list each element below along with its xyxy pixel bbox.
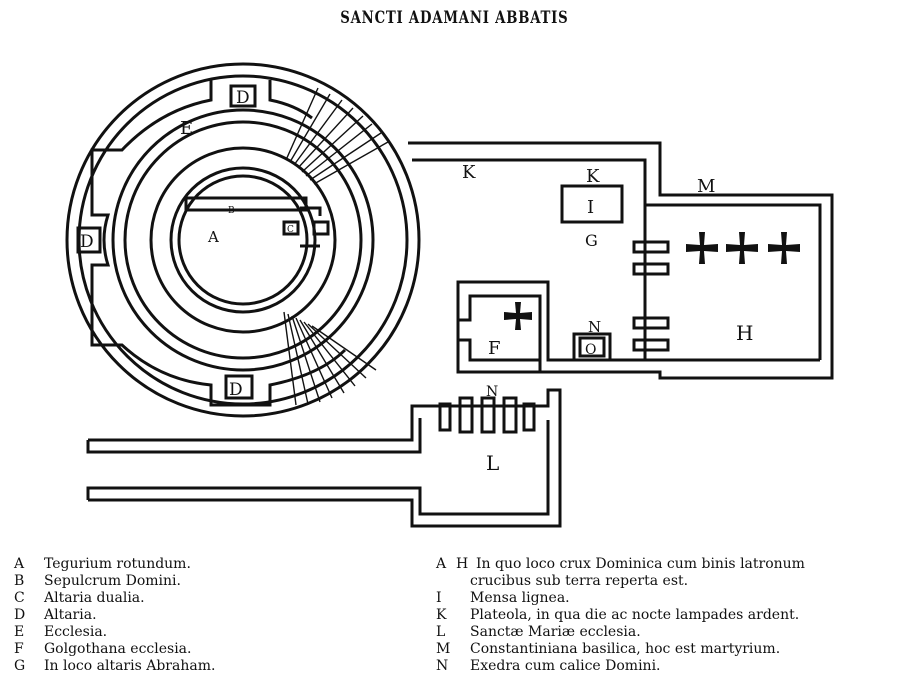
label-h: H — [736, 321, 753, 345]
cross-icon — [768, 232, 800, 264]
rotunda-inner-ring — [149, 146, 337, 334]
label-g: G — [585, 231, 598, 250]
bottom-fan-hatch — [283, 311, 377, 406]
rotunda-outer-ring — [65, 62, 421, 418]
door-4 — [632, 338, 670, 352]
rotunda-middle-ring — [111, 108, 375, 372]
tegurium-entrance — [300, 206, 322, 248]
label-k-box: K — [586, 166, 600, 187]
altar-d-top — [229, 84, 257, 108]
door-3 — [632, 316, 670, 330]
label-n-exedra: N — [486, 384, 498, 400]
courtyard-outline — [408, 141, 834, 380]
exedra-column-1 — [438, 402, 452, 432]
page-title: SANCTI ADAMANI ABBATIS — [340, 8, 569, 28]
label-o: O — [585, 342, 596, 358]
tegurium-inner — [177, 174, 309, 306]
mary-church — [86, 388, 562, 528]
church-plan-diagram: A B C D D D E F G H I K K L M N N O — [65, 62, 834, 528]
cross-icon — [504, 302, 532, 330]
altar-c-2 — [312, 220, 330, 236]
label-e: E — [180, 118, 193, 139]
label-b: B — [228, 206, 235, 216]
label-c: C — [287, 225, 294, 235]
label-i: I — [587, 197, 594, 218]
altar-c-1 — [282, 220, 300, 236]
top-fan-hatch — [285, 87, 389, 185]
exedra-box-o — [572, 332, 612, 362]
label-k-left: K — [462, 162, 476, 183]
label-d-top: D — [236, 88, 250, 108]
rotunda-apse-wall — [90, 80, 347, 407]
exedra-box-o-inner — [578, 336, 606, 358]
label-l: L — [486, 451, 499, 475]
cross-icon — [726, 232, 758, 264]
label-d-bottom: D — [229, 380, 243, 400]
rotunda-middle-ring-inner — [123, 120, 363, 360]
door-2 — [632, 262, 670, 276]
tegurium-outer — [169, 166, 317, 314]
label-d-left: D — [80, 232, 94, 252]
exedra-column-4 — [502, 396, 518, 434]
courtyard-inner — [412, 158, 822, 360]
altar-d-bottom — [224, 374, 254, 400]
rotunda-apse-wall-b — [268, 80, 313, 120]
rotunda-outer-ring-inner — [77, 74, 409, 406]
label-n-box: N — [588, 318, 601, 336]
door-1 — [632, 240, 670, 254]
label-a: A — [207, 228, 219, 246]
label-f: F — [488, 338, 501, 359]
golgotha-church — [456, 284, 542, 372]
exedra-column-3 — [480, 396, 496, 434]
label-m: M — [697, 176, 715, 197]
sepulchre-slab — [184, 196, 308, 212]
exedra-column-2 — [458, 396, 474, 434]
cross-icon — [686, 232, 718, 264]
exedra-column-5 — [522, 402, 536, 432]
mensa-lignea — [560, 184, 624, 224]
legend-item-continuation: crucibus sub terra reperta est. — [470, 573, 689, 589]
altar-d-left — [76, 226, 102, 254]
